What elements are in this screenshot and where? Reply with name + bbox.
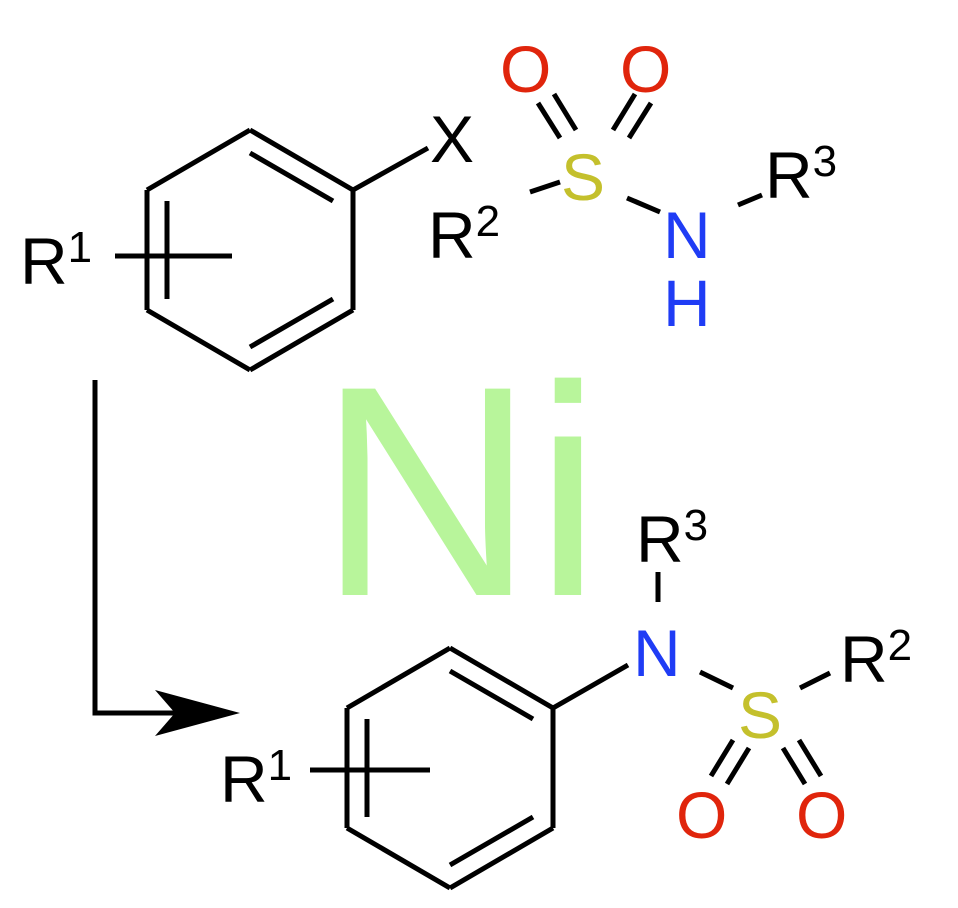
arrow-head [155, 690, 240, 736]
product-molecule: R1 R3 N S R2 O O [220, 501, 912, 891]
reactant-r3-symbol: R [765, 138, 813, 212]
reactant-r2-label: R2 [428, 197, 500, 272]
ring-inner-bond [248, 150, 335, 204]
so-double-bond-left [535, 101, 563, 140]
ring-to-n-bond [551, 662, 630, 711]
reactant-r1-label: R1 [20, 223, 92, 298]
so-double-bond-right [796, 738, 824, 778]
n-to-r3-bond [737, 192, 763, 208]
ring-bond [448, 645, 555, 711]
product-o-left-label: O [676, 778, 727, 852]
ring-bond [345, 825, 452, 891]
reactant-benzene-ring [144, 127, 356, 373]
reactant-r3-index: 3 [813, 137, 837, 186]
ring-bond [448, 825, 555, 891]
ring-inner-bond [448, 668, 535, 722]
so-double-bond-right [610, 92, 638, 132]
so-double-bond-left [551, 92, 579, 132]
ring-inner-bond [248, 296, 335, 350]
reactant-x-label: X [430, 102, 474, 176]
ring-bond [248, 307, 355, 373]
r2-to-s-bond [529, 179, 561, 195]
ring-bond [345, 645, 452, 711]
product-o-right-label: O [796, 778, 847, 852]
product-r2-label: R2 [840, 621, 912, 696]
reactant-o-left-label: O [500, 32, 551, 106]
product-r1-label: R1 [220, 741, 292, 816]
product-r1-index: 1 [268, 741, 292, 790]
product-r2-index: 2 [888, 621, 912, 670]
reactant-r3-label: R3 [765, 137, 837, 212]
product-s-label: S [738, 678, 782, 752]
ring-to-x-bond [351, 145, 430, 193]
n-to-s-bond [698, 669, 735, 691]
ring-bond [145, 127, 252, 193]
reactant-s-label: S [561, 140, 605, 214]
so-double-bond-right [626, 101, 654, 140]
product-n-label: N [633, 616, 681, 690]
reactant-r2-symbol: R [428, 198, 476, 272]
reactant-n-label: N [663, 198, 711, 272]
reactant-molecule: R1 X O O S R2 N H R3 [20, 32, 837, 373]
s-to-n-bond [626, 195, 661, 215]
reaction-arrow [92, 380, 240, 736]
reactant-o-right-label: O [620, 32, 671, 106]
so-double-bond-left [724, 746, 752, 786]
ring-inner-bond [448, 814, 535, 868]
product-r1-symbol: R [220, 742, 268, 816]
reactant-h-label: H [663, 266, 711, 340]
catalyst-label: Ni [318, 323, 601, 659]
so-double-bond-right [780, 746, 808, 786]
ring-bond [145, 307, 252, 373]
ring-bond [248, 127, 355, 193]
arrow-shaft [92, 380, 190, 716]
s-to-r2-bond [798, 670, 832, 691]
product-r2-symbol: R [840, 622, 888, 696]
reactant-r1-index: 1 [68, 223, 92, 272]
reactant-r2-index: 2 [476, 197, 500, 246]
reactant-r1-symbol: R [20, 224, 68, 298]
so-double-bond-left [708, 738, 736, 778]
product-r3-index: 3 [684, 501, 708, 550]
product-r3-label: R3 [636, 501, 708, 576]
product-r3-symbol: R [636, 502, 684, 576]
